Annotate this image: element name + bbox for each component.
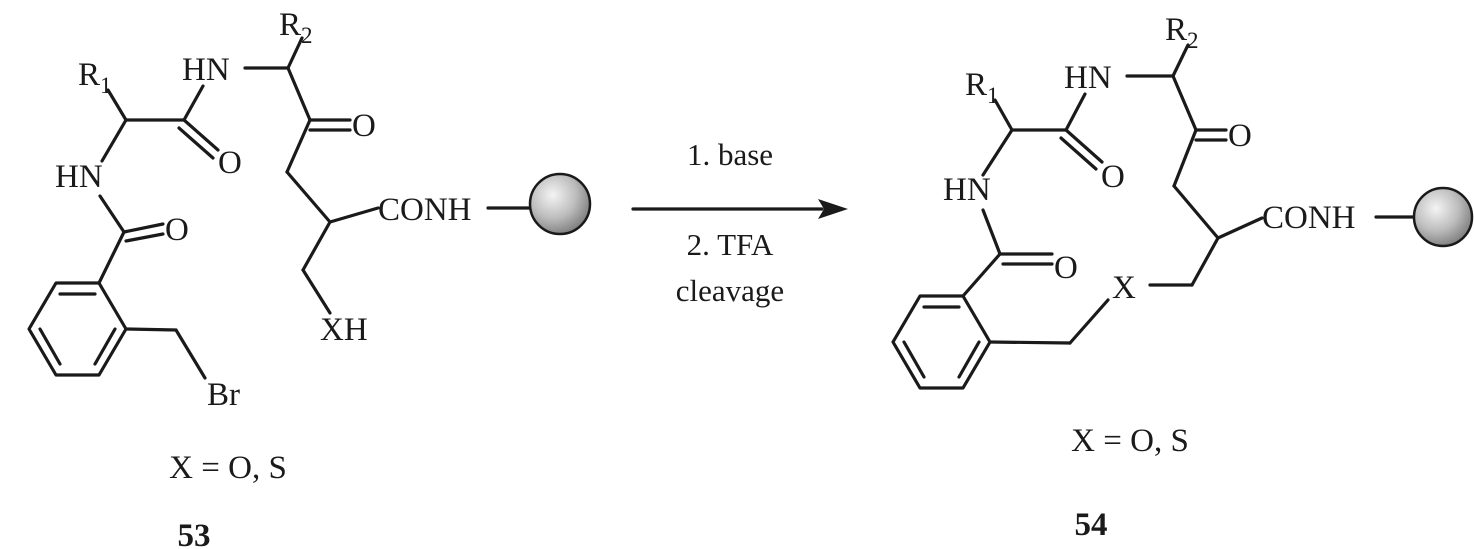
ketone-oxygen-label: O xyxy=(352,108,376,144)
r2-label: R2 xyxy=(1165,12,1199,53)
benzamide-oxygen-label: O xyxy=(165,212,189,248)
condition-step-1: 1. base xyxy=(687,137,773,172)
r1-label: R1 xyxy=(78,57,112,98)
benzene-ring xyxy=(27,281,128,377)
x-substituent-note: X = O, S xyxy=(1071,423,1189,459)
conh-label: CONH xyxy=(378,192,472,228)
xh-label: XH xyxy=(320,312,368,348)
reaction-arrow-icon xyxy=(631,199,848,219)
benzamide-oxygen-label: O xyxy=(1054,250,1078,286)
amide-oxygen-label: O xyxy=(1101,159,1125,195)
nh-label-top: HN xyxy=(182,52,230,88)
resin-bead-icon xyxy=(1412,186,1474,248)
resin-bead-icon xyxy=(528,172,592,236)
reactant-53-structure xyxy=(27,36,532,380)
condition-step-2: 2. TFA xyxy=(687,227,774,262)
nh-label-left: HN xyxy=(943,172,991,208)
x-label: X xyxy=(1112,270,1136,306)
nh-label-top: HN xyxy=(1064,60,1112,96)
ketone-oxygen-label: O xyxy=(1228,118,1252,154)
br-label: Br xyxy=(207,377,240,413)
compound-number-53: 53 xyxy=(178,518,211,549)
product-54-structure xyxy=(891,43,1415,390)
condition-step-2-continued: cleavage xyxy=(676,273,784,308)
conh-label: CONH xyxy=(1262,200,1356,236)
nh-label-left: HN xyxy=(55,159,103,195)
r2-label: R2 xyxy=(279,7,313,48)
benzene-ring xyxy=(891,294,992,390)
r1-label: R1 xyxy=(965,67,999,108)
amide-oxygen-label: O xyxy=(218,145,242,181)
x-substituent-note: X = O, S xyxy=(169,450,287,486)
compound-number-54: 54 xyxy=(1075,507,1108,543)
